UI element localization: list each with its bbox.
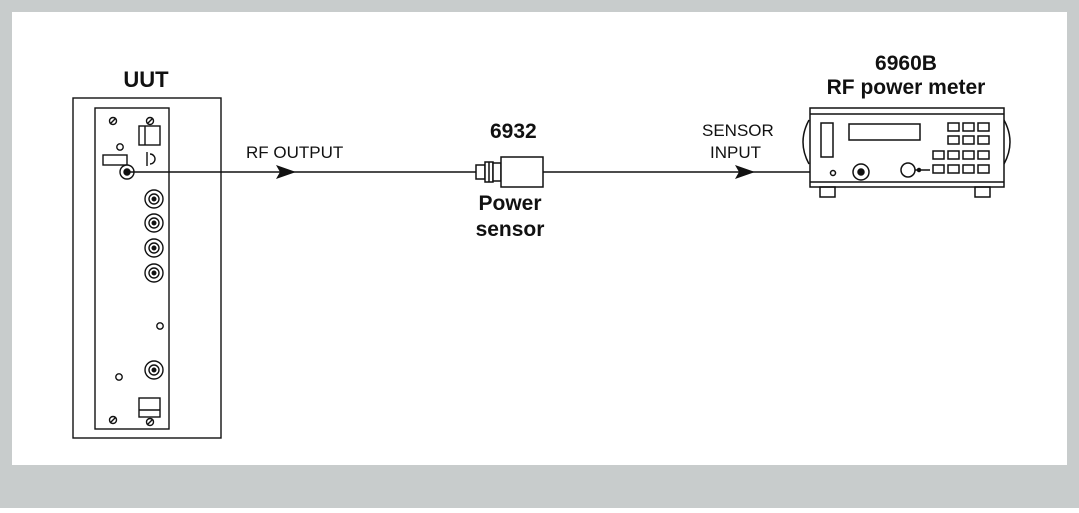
uut-title: UUT xyxy=(123,67,169,92)
sensor-model: 6932 xyxy=(490,120,537,143)
sensor-input-line2: INPUT xyxy=(710,143,761,162)
inner-panel xyxy=(12,12,1067,465)
sensor-input-line1: SENSOR xyxy=(702,121,774,140)
sensor-name-line1: Power xyxy=(478,192,541,215)
rf-output-label: RF OUTPUT xyxy=(246,143,343,162)
arrow-icon xyxy=(735,165,755,179)
arrow-icon xyxy=(276,165,296,179)
bnc-connector-icon xyxy=(144,189,164,380)
sensor-name-line2: sensor xyxy=(476,218,545,241)
uut-panel-icon xyxy=(72,97,222,439)
meter-name: RF power meter xyxy=(827,76,986,99)
meter-model: 6960B xyxy=(875,52,937,75)
power-sensor-icon xyxy=(475,156,544,188)
rf-power-meter-icon xyxy=(802,107,1011,198)
